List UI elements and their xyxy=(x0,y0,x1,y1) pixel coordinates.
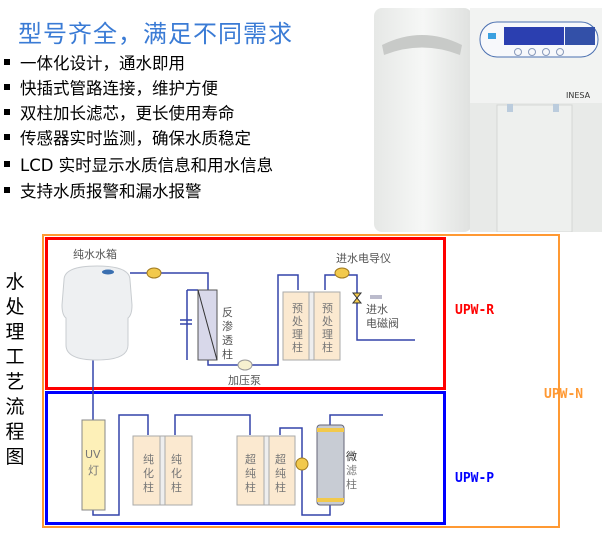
upw-r-box xyxy=(45,237,446,390)
ultrapure-label-1: 超纯柱 xyxy=(245,453,256,494)
flow-title: 水处理工艺流程图 xyxy=(5,271,25,468)
tank-label: 纯水水箱 xyxy=(73,247,117,261)
upw-r-label: UPW-R xyxy=(455,303,495,318)
microfilter-label: 微 xyxy=(346,449,357,463)
flowmeter-icon xyxy=(146,267,162,279)
feature-text: 双柱加长滤芯，更长使用寿命 xyxy=(20,104,235,123)
uv-lamp xyxy=(81,419,106,511)
bullet-icon xyxy=(4,59,10,65)
feature-text: 快插式管路连接，维护方便 xyxy=(20,79,218,98)
pure-water-tank xyxy=(61,265,133,361)
bullet-icon xyxy=(4,109,10,115)
microfilter xyxy=(316,424,345,506)
upw-n-box xyxy=(42,234,560,528)
conductivity-meter-icon xyxy=(334,267,350,279)
feature-text: 传感器实时监测，确保水质稳定 xyxy=(20,129,251,148)
feature-item: 快插式管路连接，维护方便 xyxy=(4,75,218,99)
upw-p-label: UPW-P xyxy=(455,471,495,486)
bullet-icon xyxy=(4,84,10,90)
bullet-icon xyxy=(4,161,10,167)
solenoid-valve-icon xyxy=(351,292,363,304)
valve-label-2: 电磁阀 xyxy=(366,316,399,330)
upw-n-label: UPW-N xyxy=(544,387,584,402)
feature-item: 双柱加长滤芯，更长使用寿命 xyxy=(4,100,235,124)
uv-label: UV xyxy=(85,448,101,461)
product-image: INESA xyxy=(374,8,602,232)
feature-text: 一体化设计，通水即用 xyxy=(20,54,185,73)
brand-logo: INESA xyxy=(566,91,591,100)
uv-label-2: 灯 xyxy=(88,464,99,477)
conductivity-label: 进水电导仪 xyxy=(336,252,391,265)
upw-p-box xyxy=(45,391,446,525)
feature-item: 支持水质报警和漏水报警 xyxy=(4,178,202,202)
feature-item: LCD 实时显示水质信息和用水信息 xyxy=(4,152,273,176)
purification-label-1: 纯化柱 xyxy=(143,453,154,494)
valve-label-1: 进水 xyxy=(366,303,388,316)
feature-item: 一体化设计，通水即用 xyxy=(4,50,185,74)
feature-text: 支持水质报警和漏水报警 xyxy=(20,182,202,201)
feature-text: LCD 实时显示水质信息和用水信息 xyxy=(20,156,274,175)
ultrapure-label-2: 超纯柱 xyxy=(275,453,286,494)
valve-actuator xyxy=(370,295,382,299)
pump-icon xyxy=(237,359,253,371)
pretreatment-label-2: 预处理柱 xyxy=(322,302,333,354)
page-title: 型号齐全，满足不同需求 xyxy=(18,20,293,48)
pretreatment-label-1: 预处理柱 xyxy=(292,302,303,354)
pump-label: 加压泵 xyxy=(228,374,261,387)
purification-label-2: 纯化柱 xyxy=(171,453,182,494)
ro-membrane xyxy=(197,289,218,361)
resistivity-meter-icon xyxy=(295,457,309,471)
bullet-icon xyxy=(4,134,10,140)
bullet-icon xyxy=(4,187,10,193)
microfilter-label-2: 滤柱 xyxy=(346,464,357,491)
feature-item: 传感器实时监测，确保水质稳定 xyxy=(4,125,251,149)
ro-label: 反渗透柱 xyxy=(222,306,233,361)
